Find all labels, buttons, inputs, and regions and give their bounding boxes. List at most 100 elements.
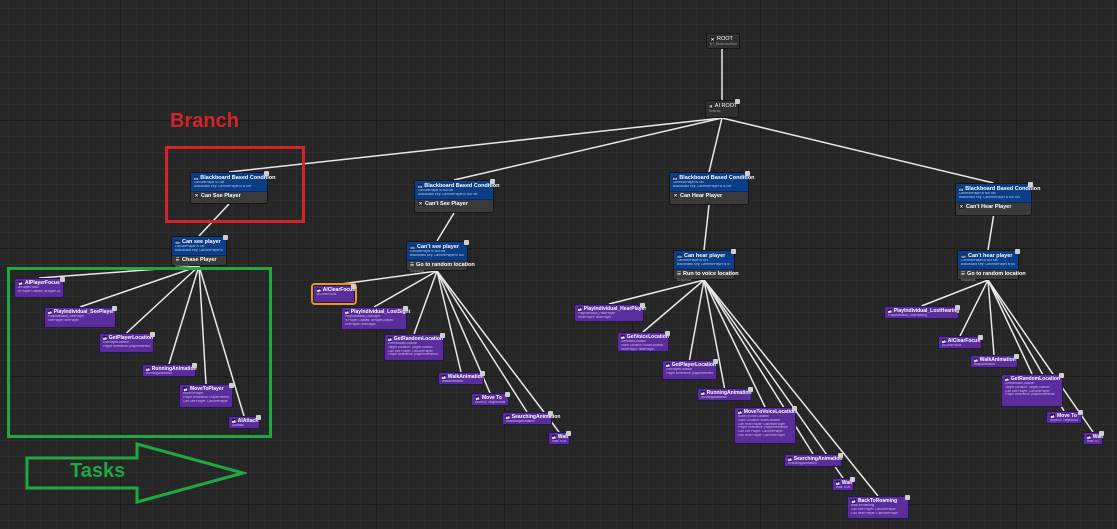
output-pin[interactable]: [192, 363, 197, 368]
task-title: Wait: [1092, 434, 1104, 440]
output-pin[interactable]: [480, 371, 485, 376]
output-pin[interactable]: [229, 383, 234, 388]
output-pin[interactable]: [566, 431, 571, 436]
output-pin[interactable]: [464, 240, 469, 245]
output-pin[interactable]: [731, 249, 736, 254]
output-pin[interactable]: [745, 171, 750, 176]
decorator-detail: CanHearPlayer is Not Set: [959, 192, 996, 195]
output-pin[interactable]: [748, 387, 753, 392]
output-pin[interactable]: [665, 331, 670, 336]
output-pin[interactable]: [112, 306, 117, 311]
output-pin[interactable]: [1028, 182, 1033, 187]
task-icon: ⇄: [836, 480, 840, 486]
wire: [198, 265, 245, 417]
output-pin[interactable]: [735, 99, 740, 104]
output-pin[interactable]: [60, 277, 65, 282]
output-pin[interactable]: [223, 235, 228, 240]
sequence-type: Sequence: [410, 268, 425, 273]
output-pin[interactable]: [351, 284, 356, 289]
output-pin[interactable]: [403, 306, 408, 311]
task-detail: Can Hear Player: CanHearPlayer: [738, 422, 786, 426]
wire: [79, 265, 200, 308]
output-pin[interactable]: [978, 335, 983, 340]
output-pin[interactable]: [150, 332, 155, 337]
task-header: ⇄MoveToPlayer: [183, 386, 229, 392]
output-pin[interactable]: [905, 495, 910, 500]
output-pin[interactable]: [838, 453, 843, 458]
task-title: Move To: [1057, 413, 1077, 419]
task-icon: ⇄: [1050, 413, 1055, 419]
output-pin[interactable]: [548, 411, 553, 416]
output-pin[interactable]: [1059, 373, 1064, 378]
branch-annotation-box: [165, 146, 305, 223]
task-icon: ⇄: [506, 414, 510, 420]
selector-icon: ✕: [673, 193, 678, 199]
output-pin[interactable]: [850, 477, 855, 482]
output-pin[interactable]: [1015, 249, 1020, 254]
wire: [703, 279, 766, 408]
output-pin[interactable]: [955, 305, 960, 310]
output-pin[interactable]: [792, 406, 797, 411]
task-detail: GetPlayerLocation: [666, 368, 693, 371]
ai-root-selector[interactable]: ✕AI ROOT Selector: [705, 99, 740, 118]
output-pin[interactable]: [440, 333, 445, 338]
output-pin[interactable]: [1099, 431, 1104, 436]
output-pin[interactable]: [256, 415, 261, 420]
output-pin[interactable]: [713, 359, 718, 364]
task-detail: AIPlayerFocus: [18, 286, 39, 289]
root-node[interactable]: ✕ROOT BT_BehaviourRoot: [706, 33, 740, 49]
task-icon: ⇄: [552, 434, 556, 440]
task-title: MoveToVoiceLocation: [743, 409, 797, 415]
task-detail: Voice Location: voiceLocation: [738, 418, 780, 422]
output-pin[interactable]: [1014, 354, 1019, 359]
output-pin[interactable]: [264, 171, 269, 176]
output-pin[interactable]: [505, 392, 510, 397]
output-pin[interactable]: [640, 303, 645, 308]
output-pin[interactable]: [1078, 410, 1083, 415]
output-pin[interactable]: [490, 179, 495, 184]
